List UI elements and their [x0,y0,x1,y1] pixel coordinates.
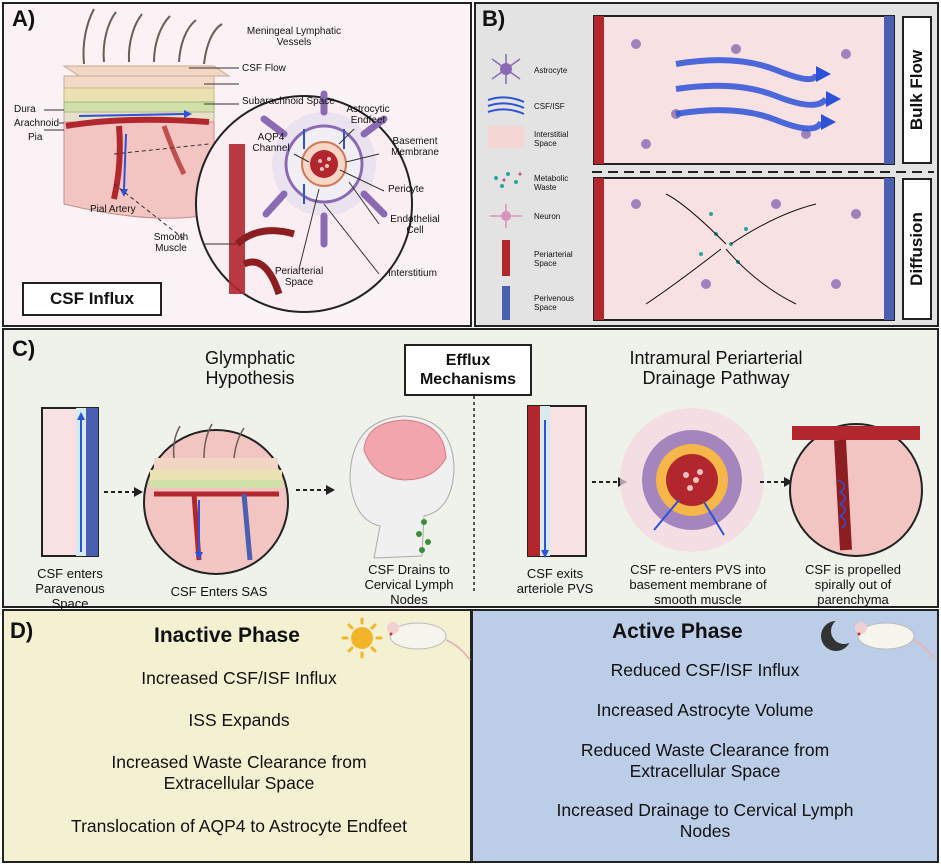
panel-c-illustration [41,390,923,592]
legend-csf-isf: CSF/ISF [534,102,565,111]
efflux-title: Efflux Mechanisms [404,344,532,396]
aqp4-label: AQP4 Channel [252,132,290,154]
inactive-phase-title: Inactive Phase [154,624,300,647]
endothelial-label: Endothelial Cell [390,214,440,236]
active-item: Increased Astrocyte Volume [596,700,814,720]
ipad-title: Intramural Periarterial Drainage Pathway [629,348,803,388]
pericyte-label: Pericyte [388,184,425,195]
panel-c-label: C) [12,336,36,361]
panel-b: B) Astrocyte CSF/ISF Interstitial Space … [474,2,939,327]
legend-icons [487,54,525,320]
panel-a-illustration [44,8,413,313]
panel-c: C) Glymphatic Hypothesis Efflux Mechanis… [2,328,939,611]
diffusion-tab: Diffusion [902,178,932,320]
hair-illustration [82,8,223,65]
active-phase-title: Active Phase [612,620,743,643]
smooth-muscle-label: Smooth Muscle [153,232,189,254]
caption-propelled: CSF is propelled spirally out of parench… [804,562,902,607]
caption-arteriole: CSF exits arteriole PVS [516,566,594,596]
caption-cervical: CSF Drains to Cervical Lymph Nodes [364,562,454,607]
caption-reenters: CSF re-enters PVS into basement membrane… [629,562,767,607]
legend-perivenous: Perivenous Space [534,294,575,312]
legend-neuron: Neuron [534,212,561,221]
interstitium-label: Interstitium [388,268,437,279]
active-item: Reduced Waste Clearance from Extracellul… [580,740,830,781]
panel-d-inactive [2,609,472,863]
csf-flow-label: CSF Flow [242,63,286,74]
inactive-item: Translocation of AQP4 to Astrocyte Endfe… [71,816,407,836]
subarachnoid-label: Subarachnoid Space [242,96,335,107]
pia-label: Pia [28,132,43,143]
panel-d-label: D) [10,618,34,643]
panel-a-label: A) [12,6,36,31]
diffusion-label: Diffusion [907,212,926,286]
inactive-item: Increased Waste Clearance from Extracell… [111,752,367,793]
caption-sas: CSF Enters SAS [170,584,268,599]
legend-metabolic: Metabolic Waste [534,174,569,192]
inactive-item: Increased CSF/ISF Influx [141,668,337,688]
legend-periarterial: Periarterial Space [534,250,573,268]
glymphatic-title: Glymphatic Hypothesis [204,348,296,388]
periarterial-label: Periarterial Space [274,266,324,288]
panel-b-label: B) [482,6,506,31]
pial-artery-label: Pial Artery [90,204,136,215]
active-item: Increased Drainage to Cervical Lymph Nod… [556,800,854,841]
panel-b-illustration [487,15,934,321]
dura-label: Dura [14,104,36,115]
caption-paravenous: CSF enters Paravenous Space [35,566,105,611]
panel-a: A) Meningeal Lymphatic Vessels CSF Flow … [2,2,472,327]
csf-influx-title: CSF Influx [22,282,162,316]
panel-d-active [471,609,939,863]
legend-interstitial: Interstitial Space [534,130,569,148]
inactive-item: ISS Expands [188,710,290,730]
bulk-flow-label: Bulk Flow [907,49,926,131]
basement-label: Basement Membrane [391,136,439,158]
bulk-flow-tab: Bulk Flow [902,16,932,164]
meningeal-label: Meningeal Lymphatic Vessels [246,26,342,48]
legend-astrocyte: Astrocyte [534,66,568,75]
astrocytic-label: Astrocytic Endfeet [346,104,390,126]
arachnoid-label: Arachnoid [14,118,60,129]
active-item: Reduced CSF/ISF Influx [610,660,800,680]
